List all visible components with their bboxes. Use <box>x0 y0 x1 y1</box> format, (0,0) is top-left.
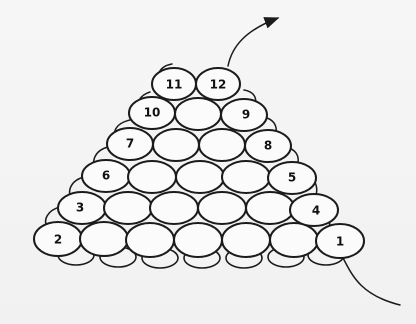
bead <box>222 223 270 257</box>
bead <box>80 222 128 256</box>
bead-label-3: 3 <box>76 201 84 215</box>
bead-row-3 <box>82 160 316 194</box>
bead <box>199 129 245 161</box>
bead <box>126 223 174 257</box>
bead-label-4: 4 <box>312 204 320 218</box>
bead <box>198 192 246 224</box>
thread-tail-bottom <box>342 256 400 305</box>
thread-exit-arrow <box>228 18 278 66</box>
bead-label-10: 10 <box>144 106 161 120</box>
bead <box>222 161 270 193</box>
bead <box>176 161 224 193</box>
bead-label-2: 2 <box>54 233 62 247</box>
bead-label-5: 5 <box>288 171 296 185</box>
bead <box>153 129 199 161</box>
bead <box>175 98 221 130</box>
bead-label-1: 1 <box>336 235 344 249</box>
bead <box>174 223 222 257</box>
bead-label-7: 7 <box>126 137 134 151</box>
bead-label-9: 9 <box>242 108 250 122</box>
bead <box>128 161 176 193</box>
bead-label-6: 6 <box>102 169 110 183</box>
bead-row-2 <box>58 192 338 226</box>
bead <box>104 192 152 224</box>
bead <box>270 223 318 257</box>
bead-label-12: 12 <box>210 78 227 92</box>
bead <box>246 192 294 224</box>
bead-label-8: 8 <box>264 139 272 153</box>
bead-label-11: 11 <box>166 78 183 92</box>
bead <box>150 192 198 224</box>
